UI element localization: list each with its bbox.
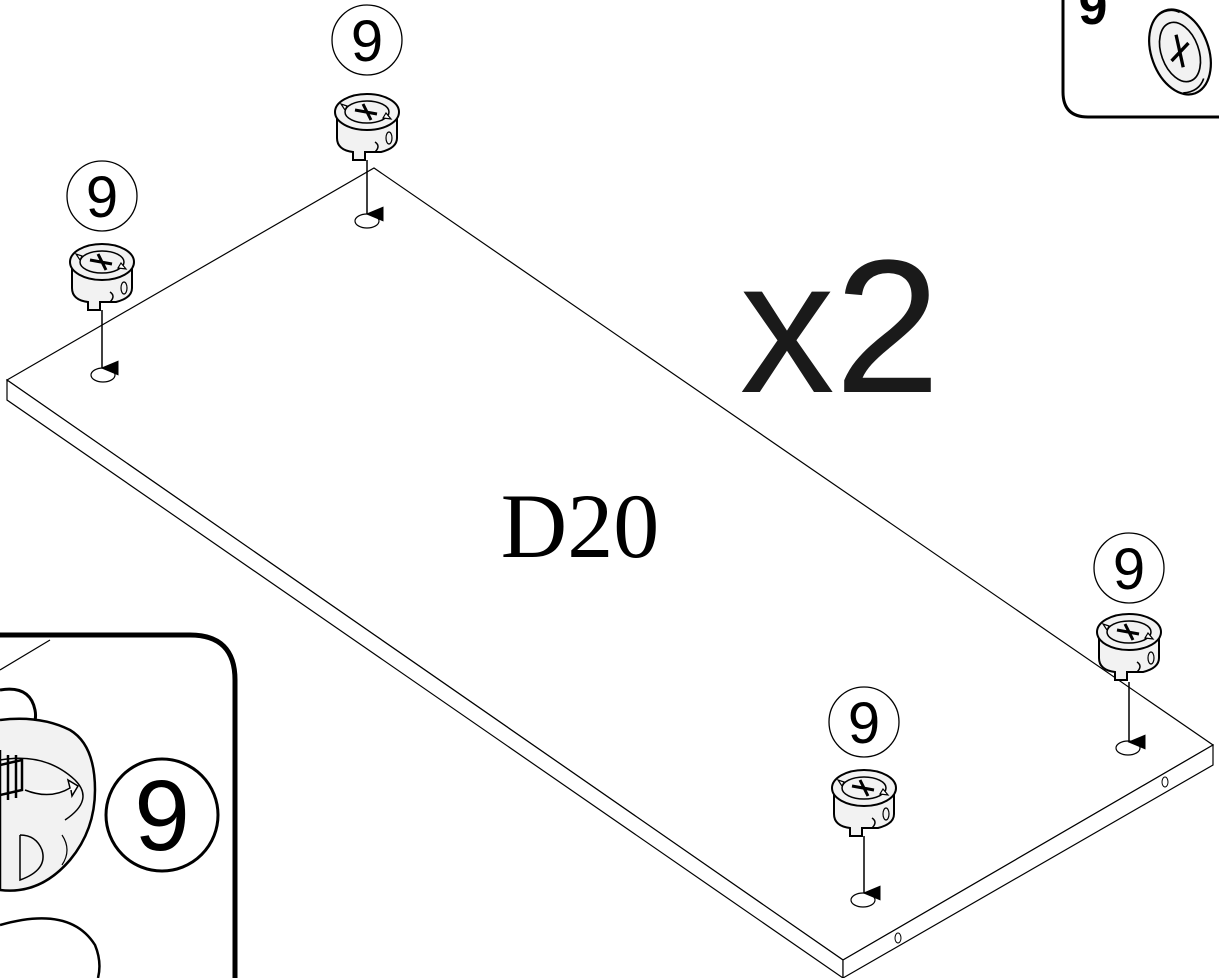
part-callout-number: 9	[1113, 537, 1145, 602]
part-callout-circle	[66, 160, 138, 232]
fitting-group: 9	[331, 4, 403, 222]
camlock-detail-icon	[1148, 8, 1212, 96]
panel-label: D20	[501, 475, 659, 577]
part-callout-circle	[1093, 532, 1165, 604]
inset-part-number: 9	[134, 760, 190, 872]
inset-part-number: 9	[1079, 0, 1108, 36]
fitting-group: 9	[828, 686, 900, 901]
fitting-group: 9	[66, 160, 138, 376]
camlock-fitting	[68, 242, 136, 312]
detail-inset-top: 9	[1061, 0, 1219, 119]
part-callout-circle	[331, 4, 403, 76]
part-callout-circle	[104, 757, 220, 873]
part-callout-number: 9	[351, 9, 383, 74]
camlock-fitting	[1095, 612, 1163, 682]
fitting-group: 9	[1093, 532, 1165, 750]
detail-inset-bottom: 9	[0, 632, 238, 978]
camlock-fitting	[333, 92, 401, 162]
part-callout-number: 9	[848, 691, 880, 756]
panel-d20	[5, 167, 1215, 978]
part-callout-circle	[828, 686, 900, 758]
part-callout-number: 9	[86, 165, 118, 230]
quantity-label: x2	[740, 221, 941, 433]
